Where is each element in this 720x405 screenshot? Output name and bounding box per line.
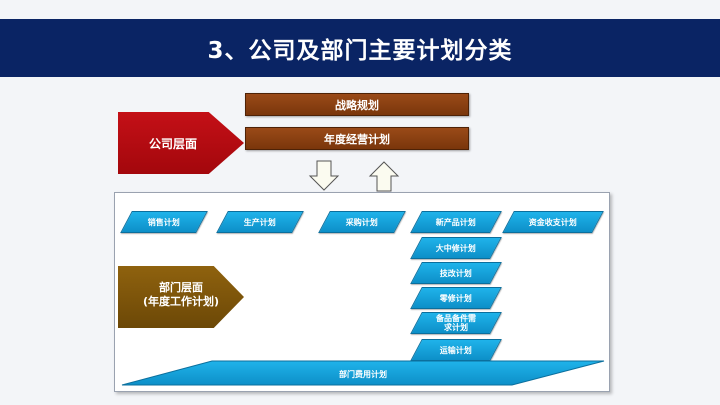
spare-parts-demand-plan-label: 备品备件需求计划 xyxy=(436,314,476,332)
technical-renovation-plan-box: 技改计划 xyxy=(410,262,502,284)
technical-renovation-plan-label: 技改计划 xyxy=(440,268,472,278)
company-level-label: 公司层面 xyxy=(149,136,198,151)
expense-plan-label: 部门费用计划 xyxy=(339,369,387,379)
fund-revenue-expense-plan-label: 资金收支计划 xyxy=(529,217,577,227)
fund-revenue-expense-plan-box: 资金收支计划 xyxy=(502,211,604,233)
new-product-plan-box: 新产品计划 xyxy=(410,211,502,233)
department-level-sublabel: (年度工作计划) xyxy=(142,295,220,308)
up-arrow-icon xyxy=(368,161,400,192)
page-title: 3、公司及部门主要计划分类 xyxy=(207,38,513,64)
company-level-arrow: 公司层面 xyxy=(118,112,244,174)
new-product-plan-label: 新产品计划 xyxy=(436,217,476,227)
down-arrow-icon xyxy=(308,160,340,191)
transport-plan-label: 运输计划 xyxy=(440,345,472,355)
sales-plan-box: 销售计划 xyxy=(120,211,208,233)
annual-business-plan-box: 年度经营计划 xyxy=(245,127,469,150)
annual-business-plan-label: 年度经营计划 xyxy=(324,132,390,146)
spare-parts-demand-plan-box: 备品备件需求计划 xyxy=(410,312,502,334)
strategic-plan-box: 战略规划 xyxy=(245,93,469,116)
department-level-arrow: 部门层面 (年度工作计划) xyxy=(118,266,244,328)
production-plan-label: 生产计划 xyxy=(244,217,276,227)
procurement-plan-label: 采购计划 xyxy=(346,217,378,227)
minor-repair-plan-box: 零修计划 xyxy=(410,287,502,309)
major-repair-plan-box: 大中修计划 xyxy=(410,237,502,259)
title-band: 3、公司及部门主要计划分类 xyxy=(0,19,720,77)
sales-plan-label: 销售计划 xyxy=(148,217,180,227)
minor-repair-plan-label: 零修计划 xyxy=(440,293,472,303)
transport-plan-box: 运输计划 xyxy=(410,339,502,361)
production-plan-box: 生产计划 xyxy=(216,211,304,233)
expense-plan-bar: 部门费用计划 xyxy=(121,360,605,386)
procurement-plan-box: 采购计划 xyxy=(318,211,406,233)
major-repair-plan-label: 大中修计划 xyxy=(436,243,476,253)
department-level-label: 部门层面 xyxy=(159,281,203,294)
strategic-plan-label: 战略规划 xyxy=(335,98,379,112)
